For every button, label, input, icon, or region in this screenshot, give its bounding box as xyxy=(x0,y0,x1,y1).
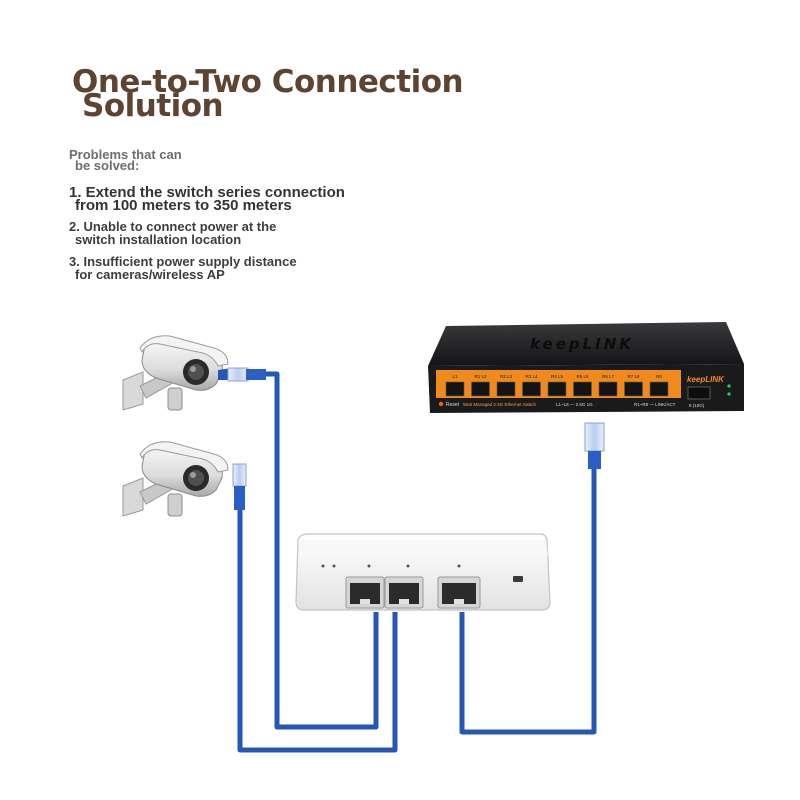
ethernet-cables xyxy=(237,371,597,753)
sfp-port xyxy=(687,386,711,400)
page-title: One-to-Two Connection Solution xyxy=(72,64,464,124)
poe-extender-device xyxy=(295,533,551,611)
problem-3-line-1: 3. Insufficient power supply distance xyxy=(69,254,297,269)
switch-port-label: R7 L8 xyxy=(627,374,640,379)
power-jack-icon xyxy=(513,576,523,582)
switch-port-label: R3 L4 xyxy=(525,374,538,379)
switch-model-text: Web Managed 2.5G Ethernet Switch xyxy=(463,402,536,407)
rj45-port xyxy=(437,576,481,609)
switch-port-label: R5 L6 xyxy=(576,374,589,379)
cable-switch-uplink xyxy=(459,466,597,735)
switch-port-label: R4 L5 xyxy=(551,374,564,379)
rj45-port xyxy=(345,576,385,609)
switch-port xyxy=(471,381,490,397)
status-led-icon xyxy=(727,384,731,388)
subtitle: Problems that can be solved: xyxy=(69,147,182,173)
switch-port-labels: L1 R1 L2 R2 L3 R3 L4 R4 L5 R5 L6 R6 L7 R7 L8 R8 xyxy=(452,374,662,379)
switch-port xyxy=(573,381,592,397)
problem-item-2: 2. Unable to connect power at the switch… xyxy=(69,220,276,246)
problem-3-line-2: for cameras/wireless AP xyxy=(75,267,225,282)
cctv-camera-1 xyxy=(122,335,266,411)
switch-port-label: L1 xyxy=(452,374,458,379)
switch-front-brand: keepLINK xyxy=(687,375,725,384)
switch-port xyxy=(445,381,465,397)
switch-reset-label: Reset xyxy=(446,402,460,408)
problem-2-line-2: switch installation location xyxy=(75,232,242,247)
cable-camera-1 xyxy=(265,371,379,730)
problem-1-line-2: from 100 meters to 350 meters xyxy=(75,197,292,214)
switch-port xyxy=(624,381,643,397)
reset-button-icon xyxy=(438,401,444,407)
cable-camera-2 xyxy=(237,510,398,753)
switch-legend-text: L1~L8 — 2.5G 1G xyxy=(556,402,593,407)
subtitle-line-1: Problems that can xyxy=(69,147,182,162)
title-line-1: One-to-Two Connection xyxy=(72,64,464,100)
problem-item-1: 1. Extend the switch series connection f… xyxy=(69,184,345,214)
status-led-icon xyxy=(727,392,731,396)
problem-1-line-1: 1. Extend the switch series connection xyxy=(69,184,345,201)
subtitle-line-2: be solved: xyxy=(75,158,140,173)
switch-top-brand: keepLINK xyxy=(530,335,634,353)
rj45-port xyxy=(384,576,424,609)
switch-port xyxy=(496,381,516,397)
switch-port-label: R8 xyxy=(656,374,662,379)
sfp-label: 9 (10G) xyxy=(689,403,705,408)
cctv-camera-2 xyxy=(122,441,247,517)
switch-port-label: R6 L7 xyxy=(602,374,615,379)
switch-port xyxy=(522,381,541,397)
switch-port xyxy=(598,381,618,397)
switch-legend-text-2: R1~R8 — LINK/ACT xyxy=(634,402,676,407)
switch-port-row xyxy=(445,381,669,397)
title-line-2: Solution xyxy=(82,88,224,124)
switch-port-label: R1 L2 xyxy=(474,374,487,379)
problem-2-line-1: 2. Unable to connect power at the xyxy=(69,219,277,234)
switch-port xyxy=(547,381,567,397)
network-switch: keepLINK L1 R1 L2 R2 L3 R3 L4 R4 L5 R5 L6 R6 L… xyxy=(428,322,744,469)
switch-port xyxy=(649,381,669,397)
switch-port-label: R2 L3 xyxy=(500,374,513,379)
problem-item-3: 3. Insufficient power supply distance fo… xyxy=(69,255,297,281)
